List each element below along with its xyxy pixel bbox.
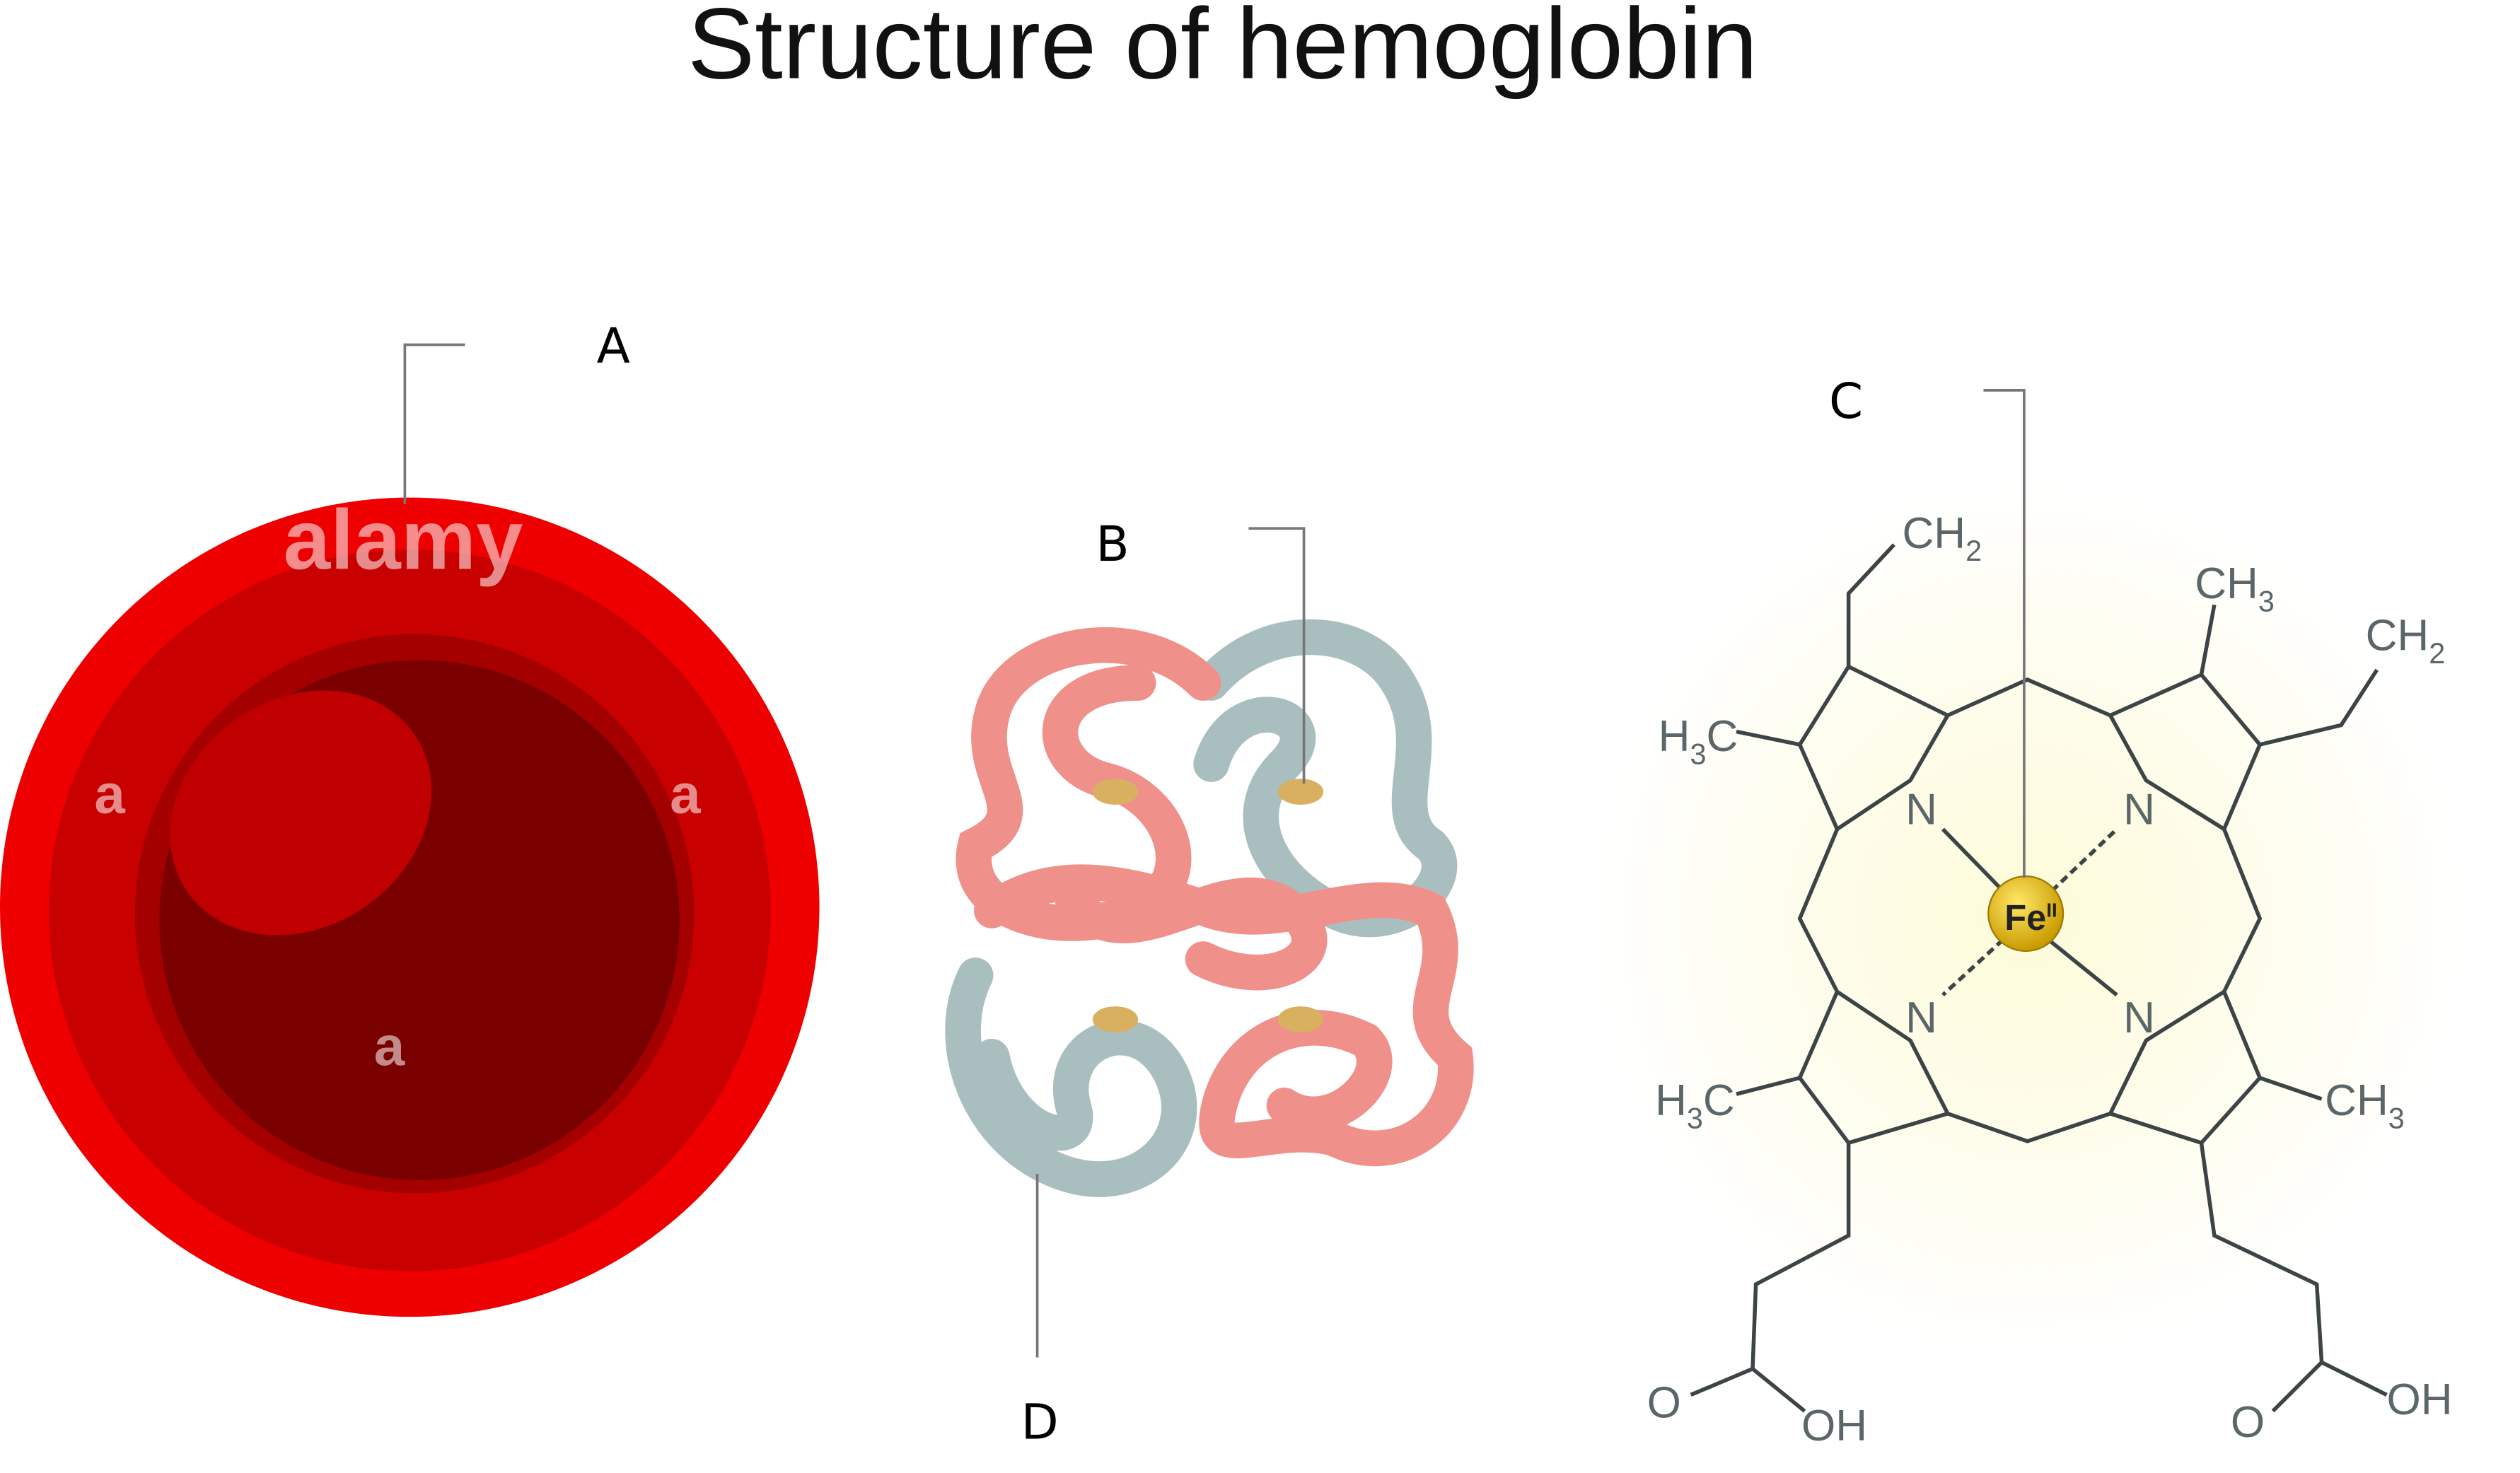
watermark-mark: a <box>670 763 701 825</box>
diagram-title: Structure of hemoglobin <box>687 0 1758 100</box>
watermark-logo: alamy <box>284 494 523 588</box>
leader-line-a <box>403 343 465 504</box>
methyl-ch3-label: CH3 <box>2325 1076 2405 1134</box>
nitrogen-label: N <box>2123 786 2155 834</box>
iron-label: FeII <box>2004 897 2057 938</box>
methyl-h3c-label: H3C <box>1659 712 1738 770</box>
vinyl-ch2-label: CH2 <box>2366 612 2446 670</box>
methyl-ch3-label: CH3 <box>2195 559 2275 617</box>
leader-line-b <box>1248 527 1306 784</box>
methyl-h3c-label: H3C <box>1655 1076 1735 1134</box>
vinyl-ch2-label: CH2 <box>1902 509 1982 567</box>
heme-structure: FeII N N N N CH2 CH3 CH2 H3C H3C CH3 O O… <box>1590 479 2468 1450</box>
watermark-mark: a <box>374 1015 405 1077</box>
leader-line-c <box>1983 389 2026 878</box>
nitrogen-label: N <box>2123 994 2155 1042</box>
alpha-chain <box>956 627 1474 1167</box>
label-a: A <box>597 318 630 375</box>
label-d: D <box>1021 1395 1059 1451</box>
nitrogen-label: N <box>1905 994 1937 1042</box>
oxygen-label: O <box>2231 1398 2265 1447</box>
label-b: B <box>1096 516 1129 573</box>
watermark-mark: a <box>94 763 125 825</box>
red-blood-cell: alamy a a a <box>0 494 820 1317</box>
hemoglobin-tetramer <box>945 619 1474 1197</box>
nitrogen-label: N <box>1905 786 1937 834</box>
iron-atom-icon <box>1987 875 2065 953</box>
heme-group-icon <box>1092 779 1324 1032</box>
oxygen-label: O <box>1647 1379 1681 1428</box>
label-c: C <box>1829 373 1863 430</box>
hydroxyl-label: OH <box>2387 1375 2453 1424</box>
hydroxyl-label: OH <box>1801 1402 1867 1450</box>
